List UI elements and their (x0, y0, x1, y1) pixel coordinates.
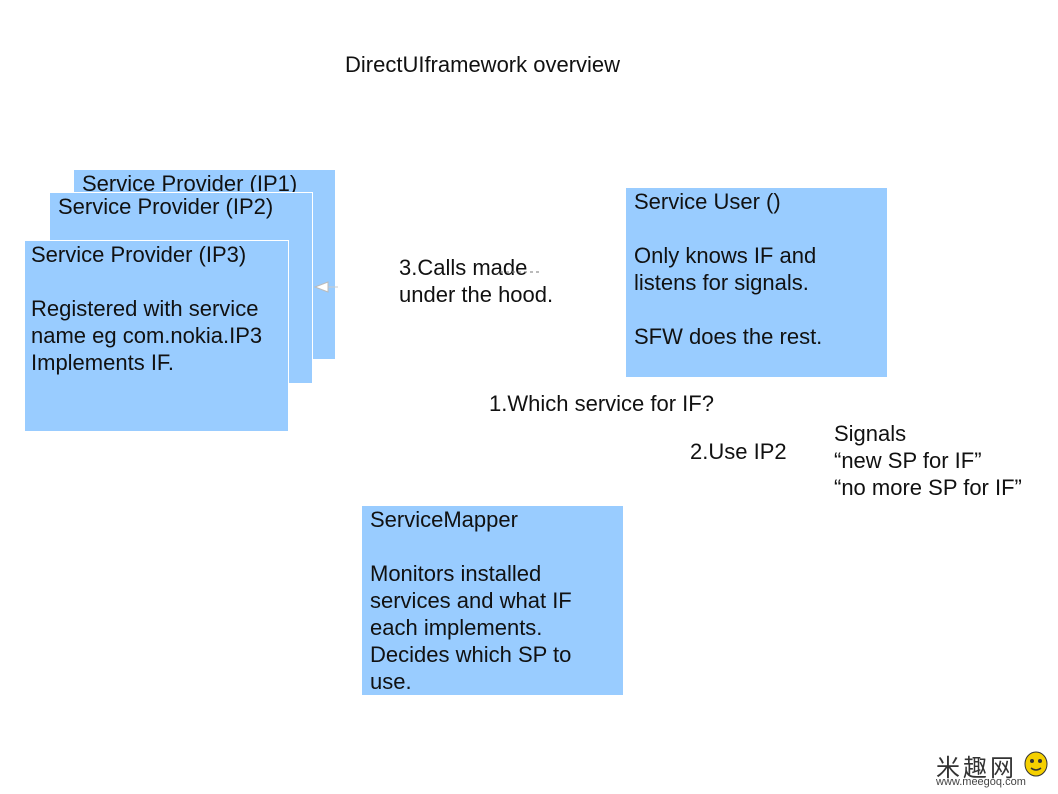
service-mapper-title: ServiceMapper (370, 507, 518, 532)
service-provider-ip2-title: Service Provider (IP2) (58, 194, 274, 219)
service-user-line: SFW does the rest. (634, 324, 823, 349)
service-mapper-line: each implements. (370, 615, 543, 640)
use-ip2-label: 2.Use IP2 (690, 439, 787, 464)
page-title: DirectUIframework overview (345, 52, 621, 77)
service-provider-ip3-line: name eg com.nokia.IP3 (31, 323, 263, 348)
service-provider-ip3-title: Service Provider (IP3) (31, 242, 247, 267)
signals-label-line: “new SP for IF” (834, 448, 982, 473)
calls-label-line: 3.Calls made (399, 255, 528, 280)
service-mapper-line: services and what IF (370, 588, 572, 613)
service-mapper-line: Monitors installed (370, 561, 542, 586)
calls-arrow (313, 281, 338, 293)
watermark: 米趣网 www.meegoq.com (936, 748, 1054, 792)
watermark-chars: 米趣网 (936, 754, 1017, 782)
which-service-label: 1.Which service for IF? (489, 391, 714, 416)
service-provider-ip3-box: Service Provider (IP3) Registered with s… (24, 240, 289, 432)
service-user-title: Service User () (634, 189, 781, 214)
service-provider-ip1-title: Service Provider (IP1) (82, 171, 298, 196)
service-provider-ip3-line: Implements IF. (31, 350, 175, 375)
service-user-line: listens for signals. (634, 270, 809, 295)
service-mapper-box: ServiceMapper Monitors installed service… (361, 505, 624, 696)
service-provider-ip3-line: Registered with service (31, 296, 259, 321)
signals-label-line: “no more SP for IF” (834, 475, 1022, 500)
service-user-box: Service User () Only knows IF and listen… (625, 187, 888, 378)
calls-label-line: under the hood. (399, 282, 554, 307)
arrowhead-icon (313, 281, 329, 293)
mascot-icon (1024, 751, 1048, 777)
watermark-url: www.meegoq.com (936, 776, 1026, 788)
service-mapper-line: use. (370, 669, 412, 694)
service-mapper-line: Decides which SP to (370, 642, 572, 667)
service-user-line: Only knows IF and (634, 243, 817, 268)
signals-label-line: Signals (834, 421, 907, 446)
